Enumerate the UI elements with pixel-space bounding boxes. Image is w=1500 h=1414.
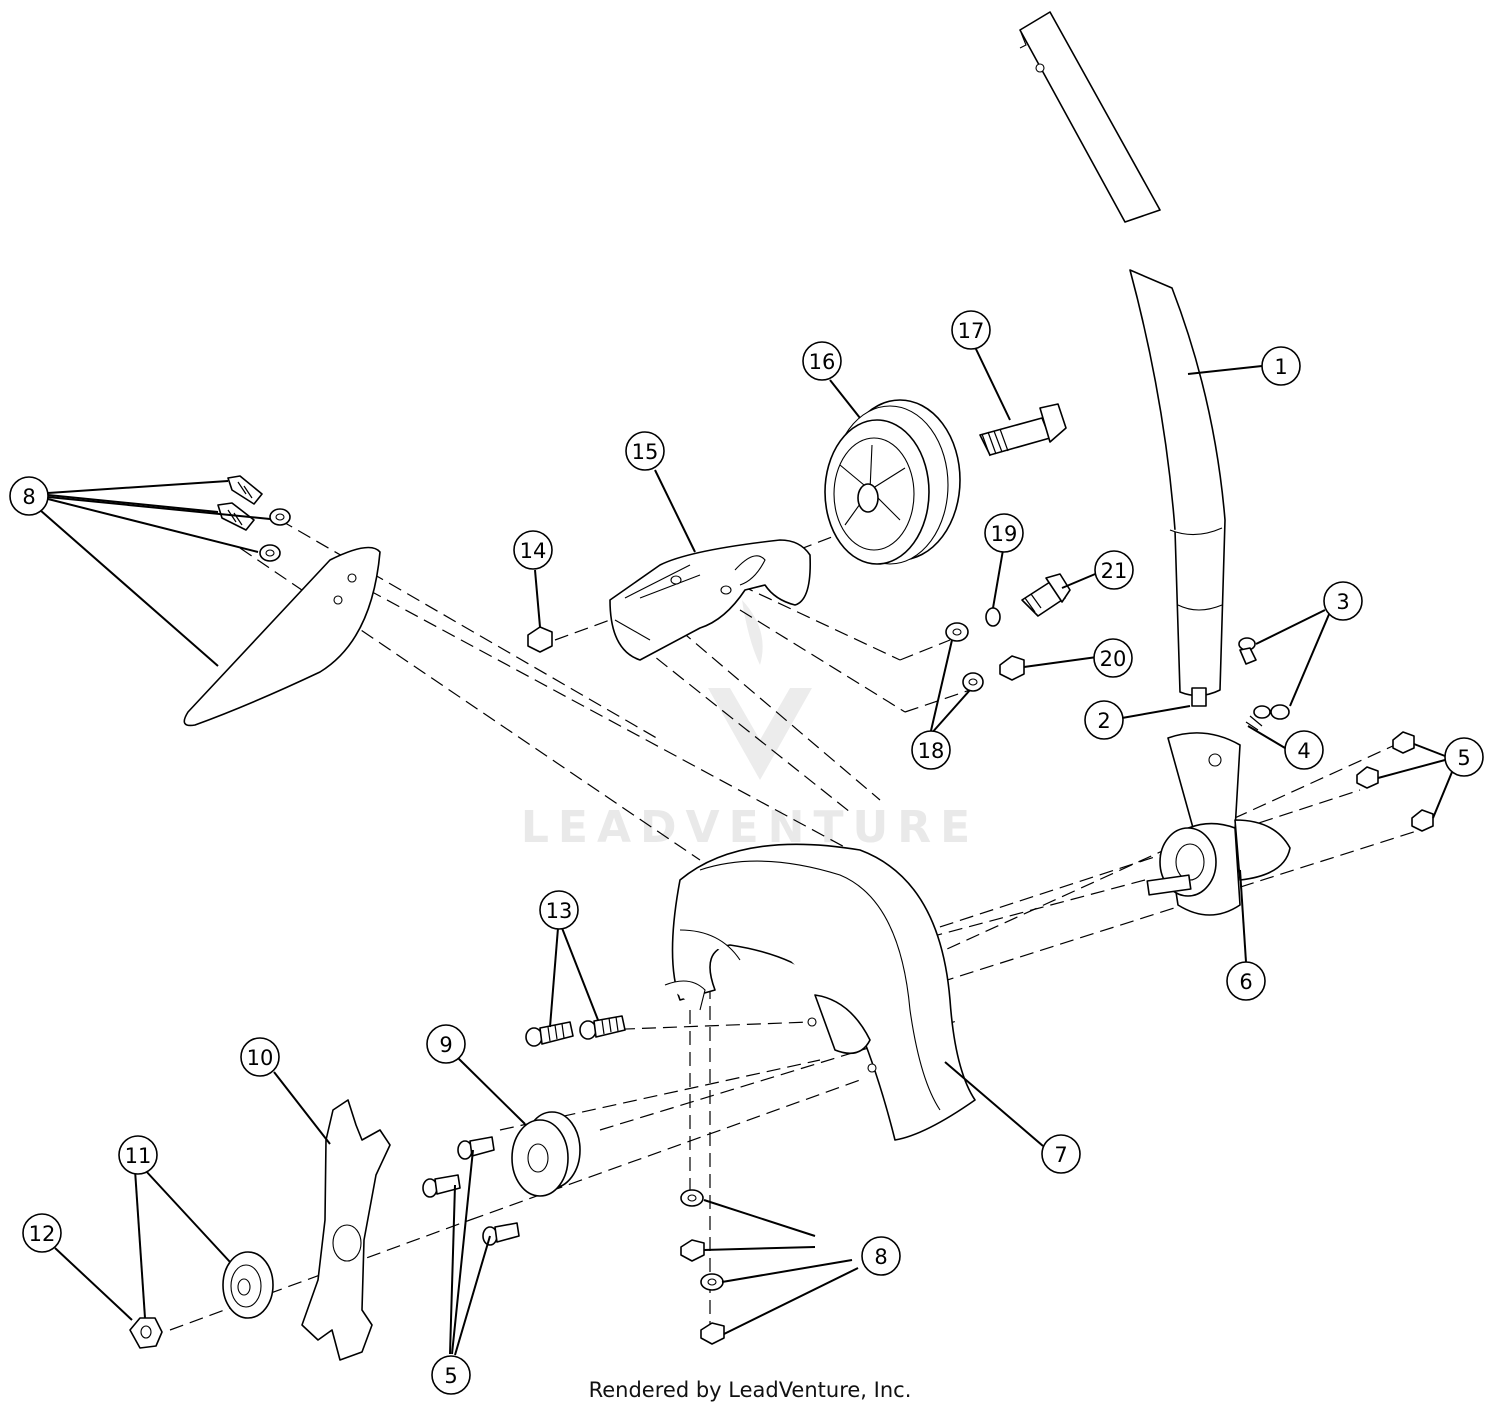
bolt bbox=[1238, 637, 1257, 665]
callout-label: 14 bbox=[520, 539, 547, 563]
callout-label: 12 bbox=[29, 1222, 56, 1246]
carriage-bolt bbox=[579, 1015, 626, 1040]
callout-8-lower: 8 bbox=[861, 1236, 901, 1276]
footer-credit: Rendered by LeadVenture, Inc. bbox=[588, 1378, 912, 1402]
callout-9: 9 bbox=[426, 1024, 466, 1064]
carriage-bolt bbox=[457, 1136, 495, 1160]
callout-label: 21 bbox=[1101, 559, 1128, 583]
leader-lines bbox=[39, 346, 1453, 1356]
callout-label: 11 bbox=[125, 1144, 152, 1168]
callout-10: 10 bbox=[240, 1037, 280, 1077]
callout-21: 21 bbox=[1094, 550, 1134, 590]
edger-blade bbox=[301, 1099, 391, 1361]
callout-2: 2 bbox=[1084, 700, 1124, 740]
callout-14: 14 bbox=[513, 530, 553, 570]
blade-nut bbox=[129, 1317, 163, 1349]
callout-label: 17 bbox=[958, 319, 985, 343]
callout-label: 7 bbox=[1054, 1143, 1067, 1167]
callout-13: 13 bbox=[539, 890, 579, 930]
callout-label: 10 bbox=[247, 1046, 274, 1070]
upper-shaft-tube bbox=[1019, 11, 1161, 223]
callout-label: 5 bbox=[444, 1364, 457, 1388]
callout-6: 6 bbox=[1226, 961, 1266, 1001]
callout-label: 15 bbox=[632, 440, 659, 464]
callout-label: 2 bbox=[1097, 709, 1110, 733]
blade-washer bbox=[222, 1251, 274, 1319]
callout-label: 16 bbox=[809, 350, 836, 374]
callout-12: 12 bbox=[22, 1213, 62, 1253]
deflector-plate bbox=[183, 546, 381, 727]
callout-1: 1 bbox=[1261, 346, 1301, 386]
callout-5: 5 bbox=[1444, 737, 1484, 777]
callout-16: 16 bbox=[802, 341, 842, 381]
callout-label: 13 bbox=[546, 899, 573, 923]
leadventure-watermark: LEADVENTURE bbox=[521, 600, 979, 853]
callout-4: 4 bbox=[1284, 730, 1324, 770]
blade-guard bbox=[664, 843, 976, 1141]
wheel bbox=[824, 399, 961, 565]
wheel-bracket bbox=[609, 539, 812, 661]
callout-8: 8 bbox=[9, 476, 49, 516]
callout-label: 8 bbox=[874, 1245, 887, 1269]
callout-19: 19 bbox=[984, 513, 1024, 553]
callout-17: 17 bbox=[951, 310, 991, 350]
callout-5-lower: 5 bbox=[431, 1355, 471, 1395]
carriage-bolt bbox=[422, 1174, 461, 1198]
callout-15: 15 bbox=[625, 431, 665, 471]
bolt bbox=[227, 475, 263, 505]
lower-shaft-tube bbox=[1129, 269, 1226, 707]
callout-20: 20 bbox=[1093, 638, 1133, 678]
callout-3: 3 bbox=[1323, 581, 1363, 621]
carriage-bolt bbox=[525, 1021, 574, 1047]
callout-label: 9 bbox=[439, 1033, 452, 1057]
callout-11: 11 bbox=[118, 1135, 158, 1175]
callout-label: 18 bbox=[918, 739, 945, 763]
callout-7: 7 bbox=[1041, 1134, 1081, 1174]
hardware bbox=[217, 475, 1434, 1345]
callout-label: 4 bbox=[1297, 739, 1310, 763]
watermark-text: LEADVENTURE bbox=[521, 802, 979, 853]
callout-label: 8 bbox=[22, 485, 35, 509]
gearbox-housing bbox=[1146, 732, 1291, 916]
callout-label: 3 bbox=[1336, 590, 1349, 614]
callout-18: 18 bbox=[911, 730, 951, 770]
wheel-bolt bbox=[979, 403, 1067, 457]
callout-label: 1 bbox=[1274, 355, 1287, 379]
callout-label: 20 bbox=[1100, 647, 1127, 671]
pulley bbox=[511, 1111, 581, 1197]
callout-label: 5 bbox=[1457, 746, 1470, 770]
bolt bbox=[1245, 704, 1290, 731]
callout-label: 6 bbox=[1239, 970, 1252, 994]
callout-label: 19 bbox=[991, 522, 1018, 546]
